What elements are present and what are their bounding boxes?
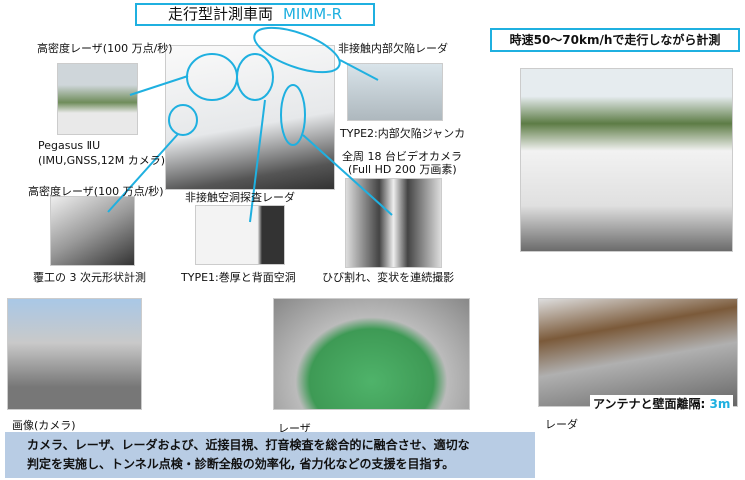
laser-image-label: レーザ [278,422,311,435]
antenna-distance: アンテナと壁面離隔: 3m [590,395,734,412]
summary-caption: カメラ、レーザ、レーダおよび、近接目視、打音検査を総合的に融合させ、適切な判定を… [5,432,535,478]
laser-simulation-image [273,298,470,410]
laser-top-label: 高密度レーザ(100 万点/秒) [37,42,173,55]
pegasus-photo [57,63,138,135]
speed-note: 時速50〜70km/hで走行しながら計測 [490,28,740,52]
defect-radar-label: 非接触内部欠陥レーダ [338,42,448,55]
radar-simulation-image [538,298,738,407]
cameras-caption: ひび割れ、変状を連続撮影 [322,271,455,284]
cameras-photo [345,178,442,268]
cameras-detail: (Full HD 200 万画素) [348,163,457,176]
cameras-label: 全周 18 台ビデオカメラ [342,150,462,163]
laser-side-photo [50,196,135,266]
laser-side-caption: 覆工の 3 次元形状計測 [33,271,146,284]
laser-side-label: 高密度レーザ(100 万点/秒) [28,185,164,198]
truck-road-photo [520,68,733,252]
cavity-radar-photo [195,205,285,265]
cavity-radar-label: 非接触空洞探査レーダ [185,191,295,204]
radar-image-label: レーダ [545,418,578,431]
camera-simulation-image [7,298,142,410]
pegasus-detail: (IMU,GNSS,12M カメラ) [38,154,166,167]
callout-lines [107,26,393,223]
camera-image-label: 画像(カメラ) [12,419,76,432]
defect-radar-caption: TYPE2:内部欠陥ジャンカ [340,127,466,140]
truck-photo [165,45,335,190]
pegasus-label: Pegasus ⅡU [38,139,101,152]
cavity-radar-caption: TYPE1:巻厚と背面空洞 [181,271,296,284]
